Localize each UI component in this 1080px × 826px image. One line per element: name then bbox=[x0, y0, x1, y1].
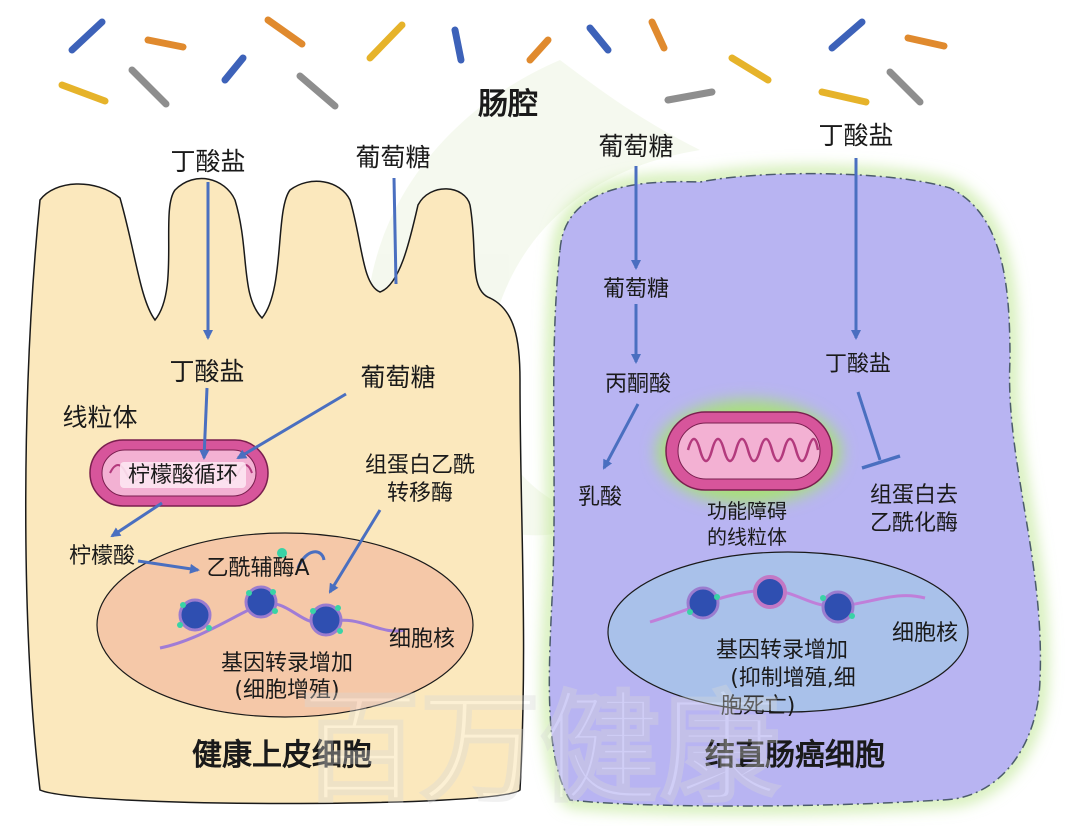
cancer-butyrate-outside: 丁酸盐 bbox=[818, 121, 893, 150]
arrow-citrate-acetylcoa bbox=[137, 559, 200, 574]
hdac-label-line2: 乙酰化酶 bbox=[870, 511, 958, 536]
glucose-channel-line bbox=[392, 177, 398, 285]
acetyl-coa-label: 乙酰辅酶A bbox=[206, 556, 309, 581]
dna-strand bbox=[159, 602, 406, 650]
nucleosome-icon bbox=[821, 590, 855, 624]
healthy-nucleus bbox=[96, 532, 474, 718]
bacterium-icon bbox=[68, 18, 106, 54]
bacterium-icon bbox=[451, 26, 465, 64]
hdac-label-line1: 组蛋白去 bbox=[870, 483, 958, 508]
mitochondria-label: 线粒体 bbox=[62, 403, 137, 432]
hat-label-line1: 组蛋白乙酰 bbox=[365, 453, 475, 478]
cancer-butyrate-inside: 丁酸盐 bbox=[825, 352, 891, 377]
citrate-label: 柠檬酸 bbox=[69, 544, 135, 569]
inhibit-bar bbox=[861, 454, 901, 470]
watermark-text: 百万健康 bbox=[300, 680, 780, 819]
bacterium-icon bbox=[264, 16, 306, 48]
bacterium-icon bbox=[58, 81, 109, 105]
bacterium-icon bbox=[818, 88, 870, 106]
bacterium-icon bbox=[828, 18, 866, 52]
healthy-butyrate-inside: 丁酸盐 bbox=[169, 357, 244, 386]
healthy-nucleus-label: 细胞核 bbox=[389, 627, 455, 652]
inhibit-line bbox=[856, 391, 882, 461]
nucleosome-icon bbox=[244, 585, 278, 619]
arrow-cycle-citrate bbox=[110, 501, 163, 538]
bacterium-icon bbox=[144, 36, 187, 51]
lumen-label: 肠腔 bbox=[478, 87, 538, 122]
bacterium-icon bbox=[586, 24, 612, 54]
mito-dys-line1: 功能障碍 bbox=[707, 499, 787, 523]
hat-label-line2: 转移酶 bbox=[387, 481, 453, 506]
bacterium-icon bbox=[296, 72, 339, 110]
bacterium-icon bbox=[728, 54, 772, 84]
lactate-label: 乳酸 bbox=[578, 485, 622, 510]
healthy-glucose-inside: 葡萄糖 bbox=[360, 363, 435, 392]
mito-dys-line2: 的线粒体 bbox=[707, 525, 787, 549]
nucleosome-group bbox=[177, 548, 343, 637]
arrow-acetylcoa-loop bbox=[296, 550, 326, 569]
bacterium-icon bbox=[366, 21, 406, 62]
pyruvate-label: 丙酮酸 bbox=[605, 372, 671, 397]
mitochondrion-healthy bbox=[89, 439, 269, 507]
mitochondrion-dysfunctional bbox=[657, 400, 841, 504]
cancer-result-line3: 胞死亡) bbox=[721, 694, 796, 719]
cancer-result-line1: 基因转录增加 bbox=[716, 638, 848, 663]
cycle-label: 柠檬酸循环 bbox=[128, 463, 238, 488]
bacterium-icon bbox=[664, 88, 716, 104]
arrow-pyruvate-lactate bbox=[602, 403, 640, 470]
bacterium-icon bbox=[526, 36, 552, 64]
healthy-result-line1: 基因转录增加 bbox=[221, 651, 353, 676]
nucleosome-icon bbox=[753, 575, 787, 609]
nucleosome-icon bbox=[178, 598, 212, 632]
nucleosome-group bbox=[686, 575, 855, 624]
bacteria-group bbox=[58, 16, 948, 110]
arrow-hat-nucleus bbox=[328, 509, 382, 594]
healthy-cell-title: 健康上皮细胞 bbox=[192, 738, 372, 773]
bacterium-icon bbox=[886, 68, 924, 106]
bacterium-icon bbox=[904, 34, 948, 50]
nucleosome-icon bbox=[686, 586, 720, 620]
bacterium-icon bbox=[128, 66, 170, 108]
cancer-result-line2: (抑制增殖,细 bbox=[730, 666, 856, 691]
arrow-butyrate-cycle bbox=[199, 387, 210, 460]
cancer-nucleus-label: 细胞核 bbox=[892, 621, 958, 646]
cancer-cell-title: 结直肠癌细胞 bbox=[705, 738, 885, 773]
bacterium-icon bbox=[221, 54, 247, 84]
healthy-glucose-outside: 葡萄糖 bbox=[355, 143, 430, 172]
cancer-glucose-outside: 葡萄糖 bbox=[598, 132, 673, 161]
healthy-result-line2: (细胞增殖) bbox=[234, 678, 339, 703]
cancer-glucose-inside: 葡萄糖 bbox=[603, 277, 669, 302]
healthy-butyrate-outside: 丁酸盐 bbox=[170, 147, 245, 176]
bacterium-icon bbox=[648, 18, 668, 52]
nucleosome-icon bbox=[309, 603, 343, 637]
arrow-glucose-cycle bbox=[236, 392, 347, 460]
